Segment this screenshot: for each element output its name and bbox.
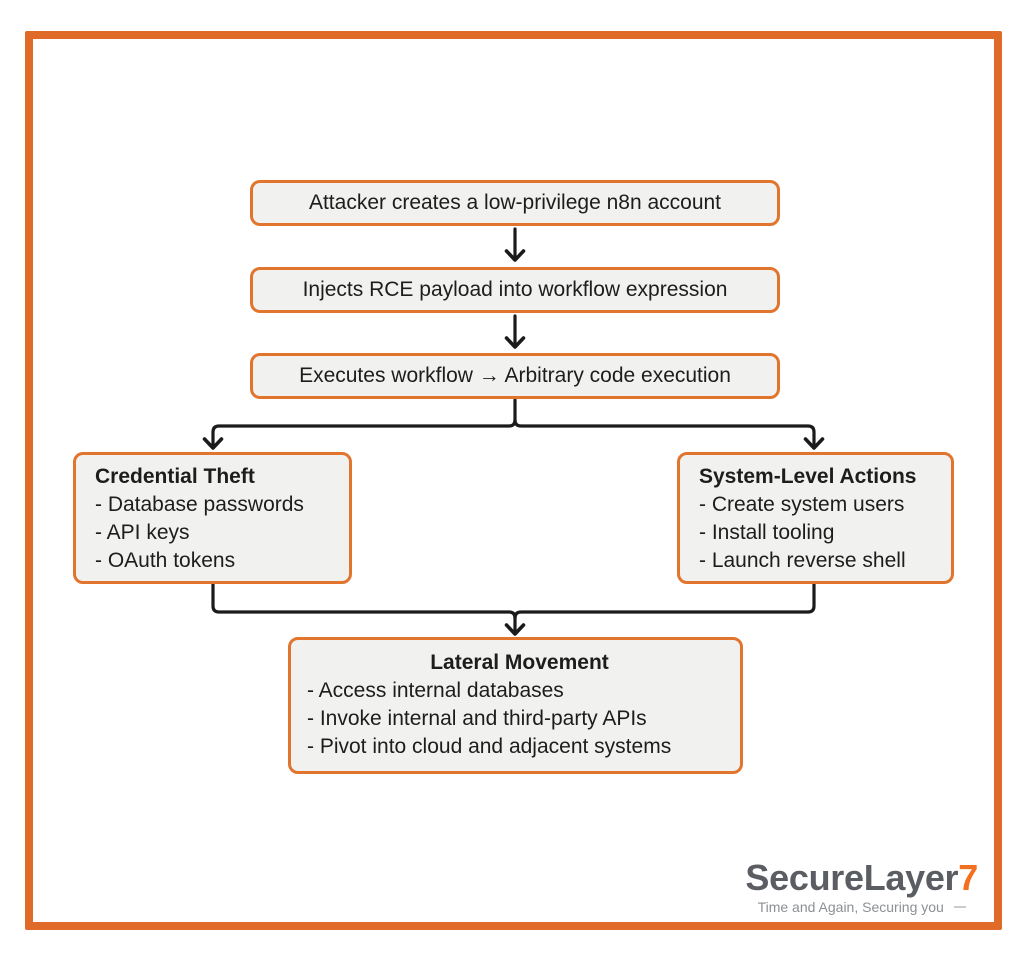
logo-brand-text: SecureLayer	[745, 857, 959, 898]
flow-box-lateral-movement: Lateral Movement - Access internal datab…	[288, 637, 743, 774]
logo-wordmark: SecureLayer7	[745, 859, 978, 897]
securelayer7-logo: SecureLayer7 Time and Again, Securing yo…	[745, 859, 978, 915]
flow-step-inject-payload: Injects RCE payload into workflow expres…	[250, 267, 780, 313]
list-item: - Install tooling	[699, 521, 835, 544]
list-item: - OAuth tokens	[95, 549, 236, 572]
tagline-dash	[953, 905, 966, 908]
logo-tagline: Time and Again, Securing you	[757, 898, 944, 915]
box-title: Credential Theft	[95, 465, 255, 488]
flow-step-execute-workflow: Executes workflow → Arbitrary code execu…	[250, 353, 780, 399]
list-item: - Access internal databases	[307, 679, 564, 702]
list-item: - API keys	[95, 521, 190, 544]
list-item: - Create system users	[699, 493, 905, 516]
box-item-list: - Create system users - Install tooling - …	[699, 491, 943, 575]
list-item: - Launch reverse shell	[699, 549, 906, 572]
list-item: - Database passwords	[95, 493, 304, 516]
box-title: Lateral Movement	[430, 651, 609, 674]
flow-step-label: Executes workflow → Arbitrary code execu…	[299, 364, 731, 387]
list-item: - Invoke internal and third-party APIs	[307, 707, 647, 730]
flow-box-system-level-actions: System-Level Actions - Create system use…	[677, 452, 954, 584]
box-item-list: - Database passwords - API keys - OAuth to…	[95, 491, 341, 575]
flow-step-create-account: Attacker creates a low-privilege n8n acc…	[250, 180, 780, 226]
page-border-frame	[25, 31, 1002, 930]
logo-tagline-row: Time and Again, Securing you	[758, 899, 966, 915]
box-title: System-Level Actions	[699, 465, 917, 488]
logo-seven: 7	[958, 857, 978, 898]
list-item: - Pivot into cloud and adjacent systems	[307, 735, 672, 758]
flow-box-credential-theft: Credential Theft - Database passwords - A…	[73, 452, 352, 584]
flow-step-label: Attacker creates a low-privilege n8n acc…	[308, 191, 722, 214]
box-item-list: - Access internal databases - Invoke inte…	[307, 677, 732, 761]
flow-step-label: Injects RCE payload into workflow expres…	[302, 278, 728, 301]
